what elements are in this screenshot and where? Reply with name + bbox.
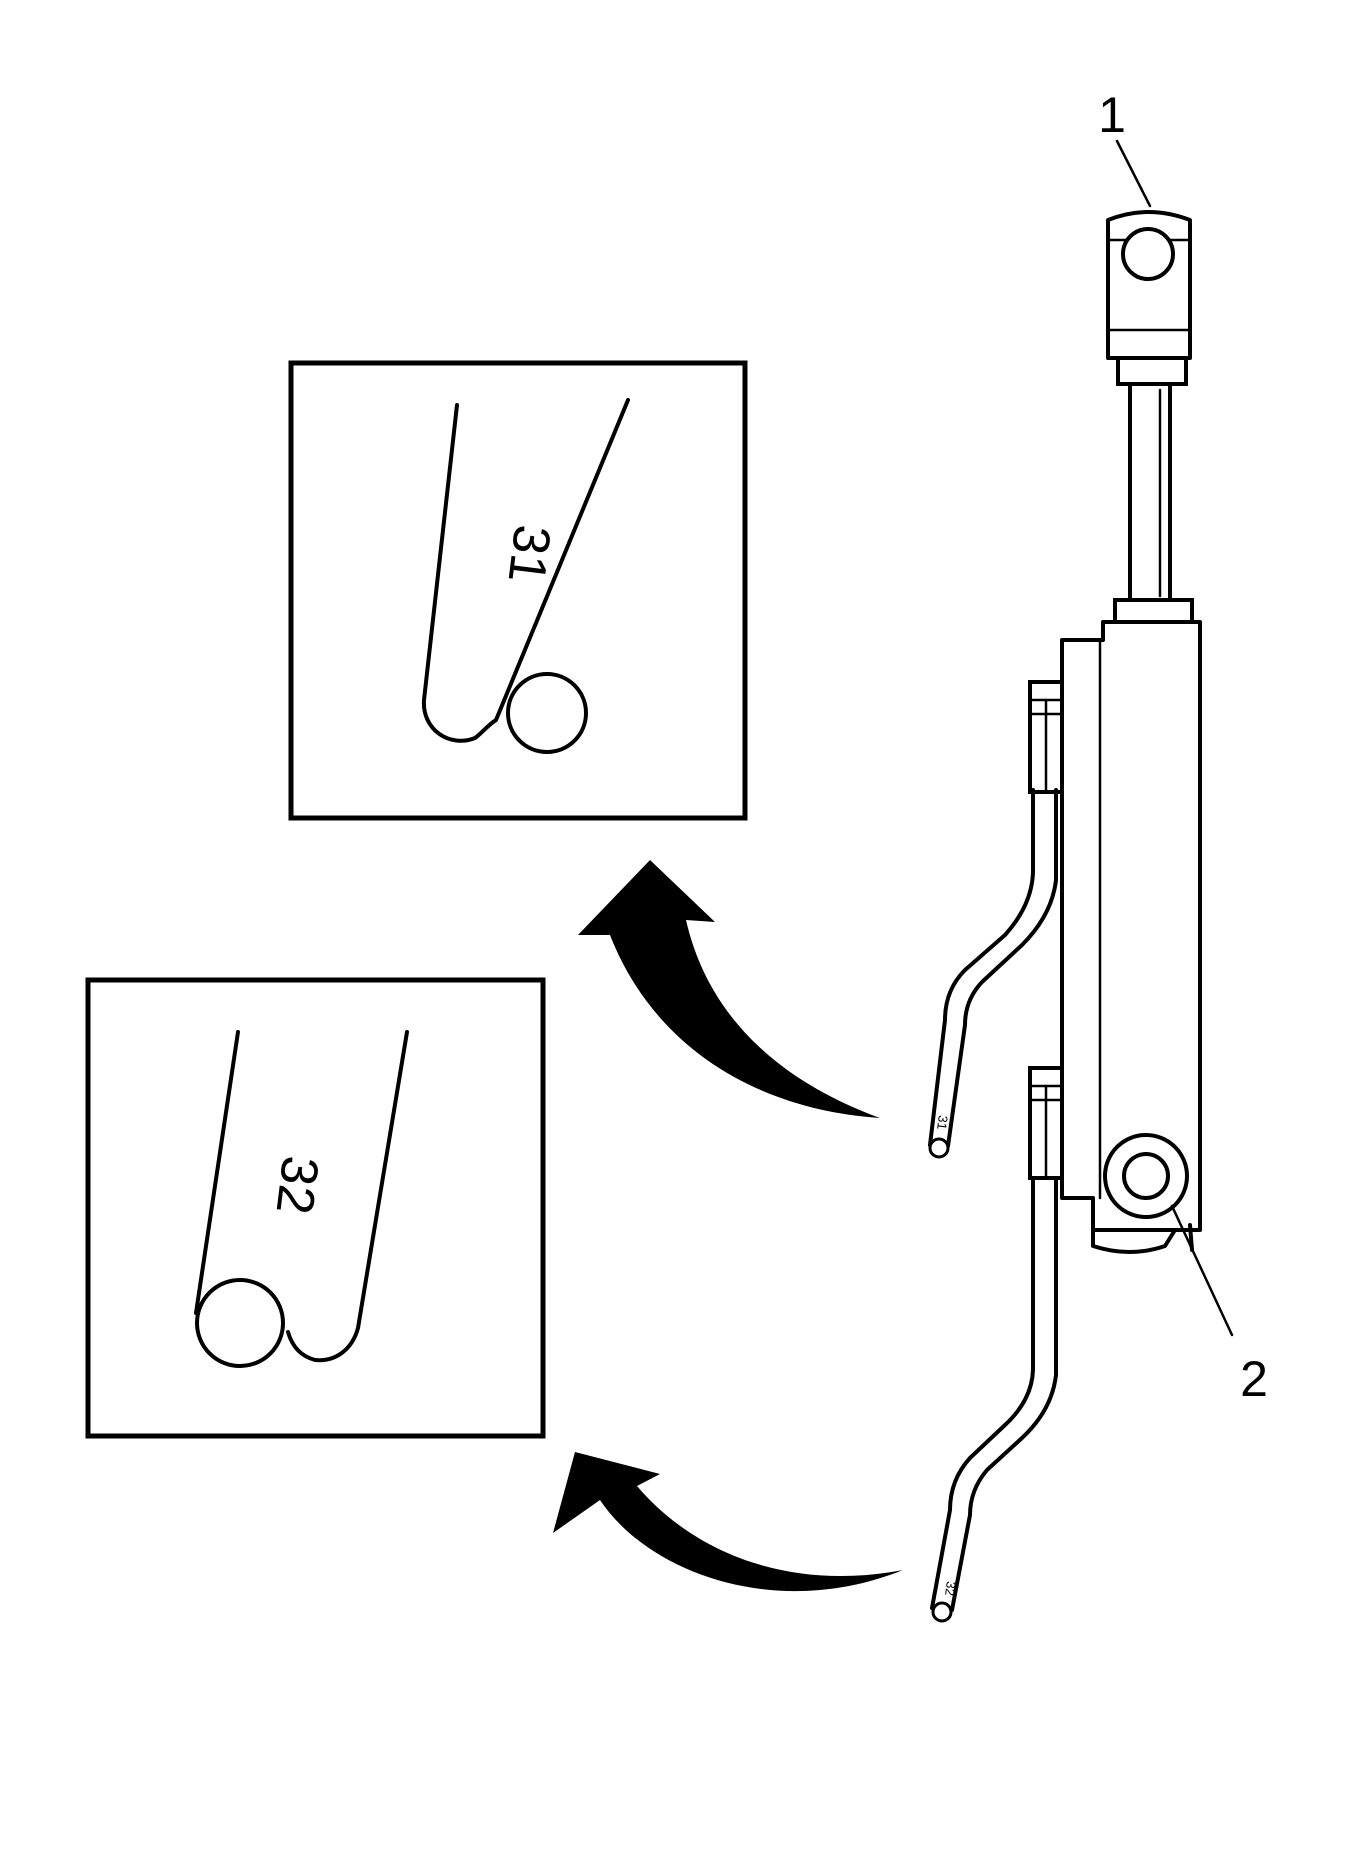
hose-32-end [931,1601,953,1623]
hose-tag-closeup-31: 31 [497,522,562,586]
hose-31-outline-a [928,788,1035,1147]
cylinder-body [1060,620,1202,1232]
inset-panel-31: 31 [288,360,748,821]
upper-clevis-mount [1106,210,1192,360]
hose-31-outline-b [946,788,1058,1148]
callout-2-label: 2 [1240,1351,1268,1407]
inset-panel-32: 32 [85,977,546,1439]
callout-2: 2 [1170,1204,1268,1407]
hose-end-closeup-31 [421,398,630,743]
callout-2-leader [1170,1204,1234,1337]
hose-tag-32: 32 [942,1580,959,1596]
hose-32-outline-a [930,1176,1035,1610]
arrow-to-inset-32 [553,1452,903,1592]
hose-31-end [928,1137,950,1159]
callout-1-leader [1115,139,1152,208]
rod-collar [1113,598,1194,624]
hose-end-bead-31 [506,672,588,754]
lower-mount-hole [1122,1152,1170,1200]
hose-end-closeup-32 [194,1030,409,1363]
inset-frame-32 [85,977,546,1439]
hose-tag-31: 31 [934,1114,951,1130]
piston-rod [1128,382,1172,602]
callout-1-label: 1 [1098,87,1126,143]
inset-frame-31 [288,360,748,821]
clevis-base [1116,356,1188,386]
cylinder-base-lip [1091,1228,1177,1254]
arrow-to-inset-31 [578,860,880,1118]
hose-31: 31 [928,788,1058,1159]
hose-tag-closeup-32: 32 [265,1153,330,1217]
upper-mount-hole [1121,227,1175,281]
hose-32-outline-b [950,1176,1058,1612]
actuator-assembly [1028,210,1202,1254]
callout-1: 1 [1098,87,1152,208]
hose-32: 32 [930,1176,1058,1623]
hose-end-bead-32 [195,1278,285,1368]
